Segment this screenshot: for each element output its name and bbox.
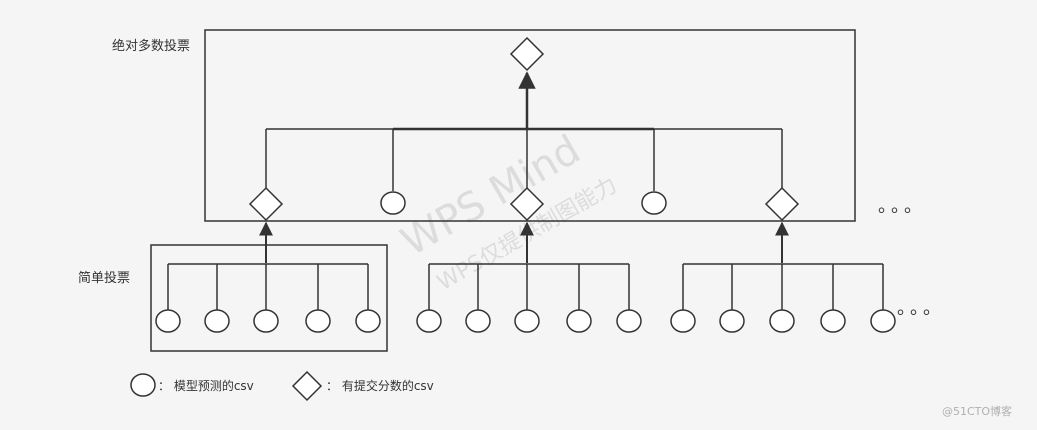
watermark: WPS Mind WPS仅提供制图能力 [394,127,622,296]
model-circle [616,309,642,333]
model-circle [305,309,331,333]
ellipsis-bottom: 。。。 [897,298,945,319]
simple-vote-box [150,244,388,352]
absolute-majority-box [204,29,856,222]
model-circle [769,309,795,333]
model-circle [719,309,745,333]
model-circle [514,309,540,333]
model-circle [416,309,442,333]
simple-vote-group-1 [155,221,381,333]
upper-diamond-3 [764,186,800,222]
legend-circle [130,373,156,397]
model-circle [253,309,279,333]
footer-credit: @51CTO博客 [942,404,1012,418]
legend-diamond-text: ： 有提交分数的csv [326,378,434,393]
upper-diamond-2 [509,186,545,222]
legend: ： 模型预测的csv ： 有提交分数的csv [130,370,434,402]
legend-circle-text: ： 模型预测的csv [158,378,254,393]
model-circle [670,309,696,333]
model-circle [465,309,491,333]
upper-circle-1 [380,191,406,215]
model-circle [566,309,592,333]
upper-circle-2 [641,191,667,215]
model-circle [155,309,181,333]
model-circle [820,309,846,333]
final-vote-diamond [509,36,545,72]
simple-vote-label: 简单投票 [78,270,130,286]
ellipsis-top: 。。。 [878,196,926,217]
legend-diamond [291,370,323,402]
absolute-majority-label: 绝对多数投票 [112,38,190,54]
simple-vote-group-3 [670,221,896,333]
model-circle [870,309,896,333]
simple-vote-group-2 [416,221,642,333]
model-circle [204,309,230,333]
upper-diamond-1 [248,186,284,222]
model-circle [355,309,381,333]
